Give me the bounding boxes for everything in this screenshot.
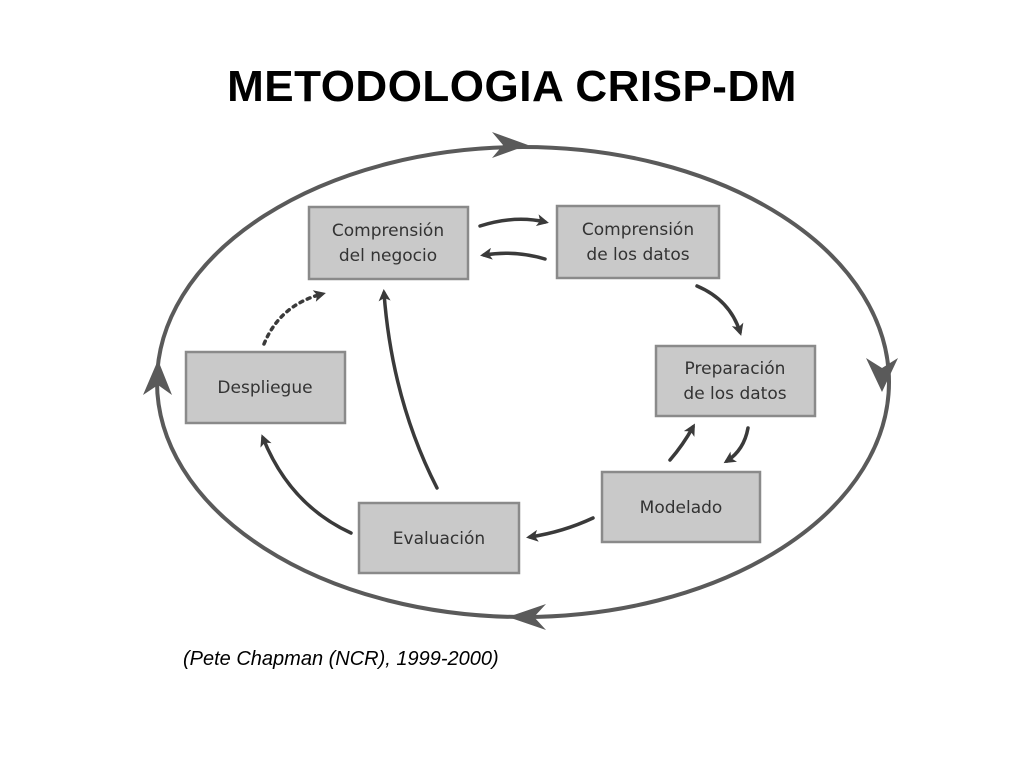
node-business-understanding-line2: del negocio — [339, 246, 437, 266]
arrow-evaluation-to-business — [378, 289, 439, 490]
ring-arrowhead-left — [143, 360, 172, 395]
node-modeling: Modelado — [600, 470, 762, 544]
node-data-preparation-line1: Preparación — [685, 359, 786, 379]
arrow-deployment-to-business-dotted — [262, 290, 326, 346]
node-data-preparation-line2: de los datos — [683, 384, 786, 404]
node-modeling-label: Modelado — [640, 498, 723, 518]
node-data-preparation: Preparación de los datos — [654, 344, 817, 418]
slide-title: METODOLOGIA CRISP-DM — [227, 62, 797, 111]
arrow-preparation-to-modeling — [723, 426, 750, 464]
ring-arrowhead-top — [492, 132, 528, 158]
ring-arrowhead-bottom — [508, 604, 546, 630]
node-deployment-label: Despliegue — [217, 378, 312, 398]
node-business-understanding-line1: Comprensión — [332, 221, 444, 241]
node-data-understanding-line2: de los datos — [586, 245, 689, 265]
node-data-understanding-line1: Comprensión — [582, 220, 694, 240]
arrow-modeling-to-evaluation — [526, 516, 595, 542]
arrow-data-to-preparation — [695, 284, 744, 336]
node-evaluation-label: Evaluación — [393, 529, 485, 549]
node-business-understanding: Comprensión del negocio — [307, 205, 470, 281]
arrow-modeling-to-preparation — [668, 423, 695, 462]
node-evaluation: Evaluación — [357, 501, 521, 575]
citation-text: (Pete Chapman (NCR), 1999-2000) — [183, 648, 499, 670]
arrow-business-to-data — [478, 214, 549, 228]
node-data-understanding: Comprensión de los datos — [555, 204, 721, 280]
arrow-data-to-business — [480, 247, 547, 261]
arrow-evaluation-to-deployment — [260, 434, 353, 535]
ring-arrowhead-right — [866, 358, 898, 392]
node-deployment: Despliegue — [184, 350, 347, 425]
